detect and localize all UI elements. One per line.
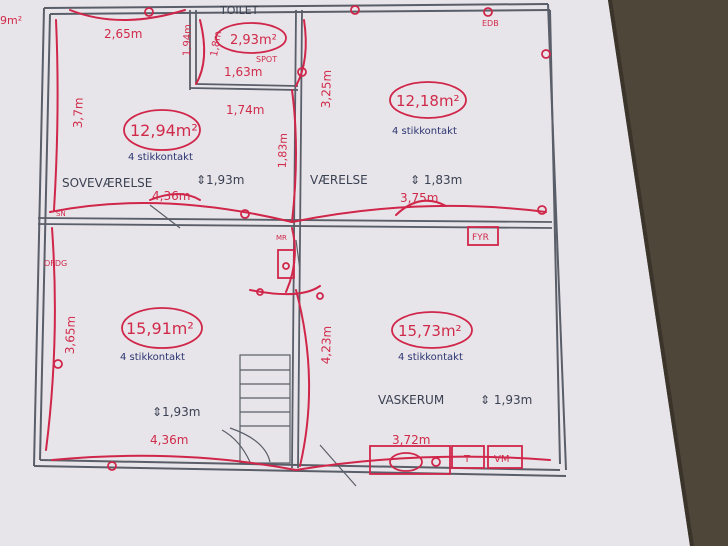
hall-dim-a: 1,74m: [226, 103, 264, 117]
vaerelse-area: 12,18m²: [396, 92, 460, 110]
vaerelse-height: ⇕ 1,83m: [410, 173, 462, 187]
room-name-sovevaerelse: SOVEVÆRELSE: [62, 176, 152, 190]
vm-box: [487, 445, 523, 469]
red-wiring: [45, 9, 551, 472]
sovevaerelse-outlets: 4 stikkontakt: [128, 152, 193, 163]
vaskerum-dim-side: 4,23m: [319, 326, 334, 365]
sovevaerelse-area: 12,94m²: [130, 121, 198, 140]
vaerelse-dim-bottom: 3,75m: [400, 191, 438, 205]
room-lower-left-height: ⇕1,93m: [152, 405, 200, 419]
toilet-dim-b: 1,63m: [224, 65, 262, 79]
toilet-dim-c: 1,94m: [182, 24, 194, 56]
hall-dim-b: 1,83m: [276, 133, 290, 169]
area-ring-toilet: [215, 22, 287, 54]
door-swings: [149, 204, 357, 487]
sovevaerelse-dim-bottom: 4,36m: [152, 189, 190, 203]
area-ring-vaskerum: [391, 311, 473, 349]
toilet-dim-a: 1,8m: [209, 30, 224, 57]
mr-label: MR: [276, 234, 287, 242]
room-lower-left-dim-side: 3,65m: [63, 316, 78, 355]
sovevaerelse-dim-side: 3,7m: [71, 97, 86, 128]
paper-sheet: [0, 0, 690, 546]
fyr-box: [467, 226, 499, 246]
area-ring-room: [121, 307, 203, 349]
area-ring-sovevaerelse: [123, 109, 201, 151]
vaerelse-outlets: 4 stikkontakt: [392, 126, 457, 137]
fyr-label: FYR: [472, 233, 489, 243]
vaerelse-dim-side: 3,25m: [319, 70, 334, 109]
red-symbols: [53, 5, 551, 475]
staircase: [221, 354, 291, 464]
toilet-spot: SPOT: [256, 55, 277, 64]
paper-shadow: [608, 0, 694, 546]
t-box: [451, 445, 485, 469]
room-name-vaerelse: VÆRELSE: [310, 173, 368, 187]
vaskerum-outlets: 4 stikkontakt: [398, 352, 463, 363]
vm-label: VM: [494, 454, 509, 465]
room-name-toilet: TOILET: [219, 4, 259, 17]
area-ring-vaerelse: [389, 81, 467, 119]
room-lower-left-dim-bottom: 4,36m: [150, 433, 188, 447]
sn-label: SN: [56, 210, 66, 218]
sovevaerelse-height: ⇕1,93m: [196, 173, 244, 187]
vaskerum-dim-bottom: 3,72m: [392, 433, 430, 447]
t-label: T: [463, 454, 471, 465]
room-name-vaskerum: VASKERUM: [378, 393, 444, 407]
room-lower-left-outlets: 4 stikkontakt: [120, 352, 185, 363]
edb-label: EDB: [482, 19, 499, 28]
ofdg-label: OFDG: [44, 259, 67, 268]
toilet-area: 2,93m²: [230, 33, 277, 48]
room-lower-left-area: 15,91m²: [126, 319, 194, 338]
sovevaerelse-dim-top: 2,65m: [104, 27, 142, 41]
edge-left-label: 9m²: [0, 14, 22, 27]
vaskerum-area: 15,73m²: [398, 322, 462, 340]
vaskerum-height: ⇕ 1,93m: [480, 393, 532, 407]
